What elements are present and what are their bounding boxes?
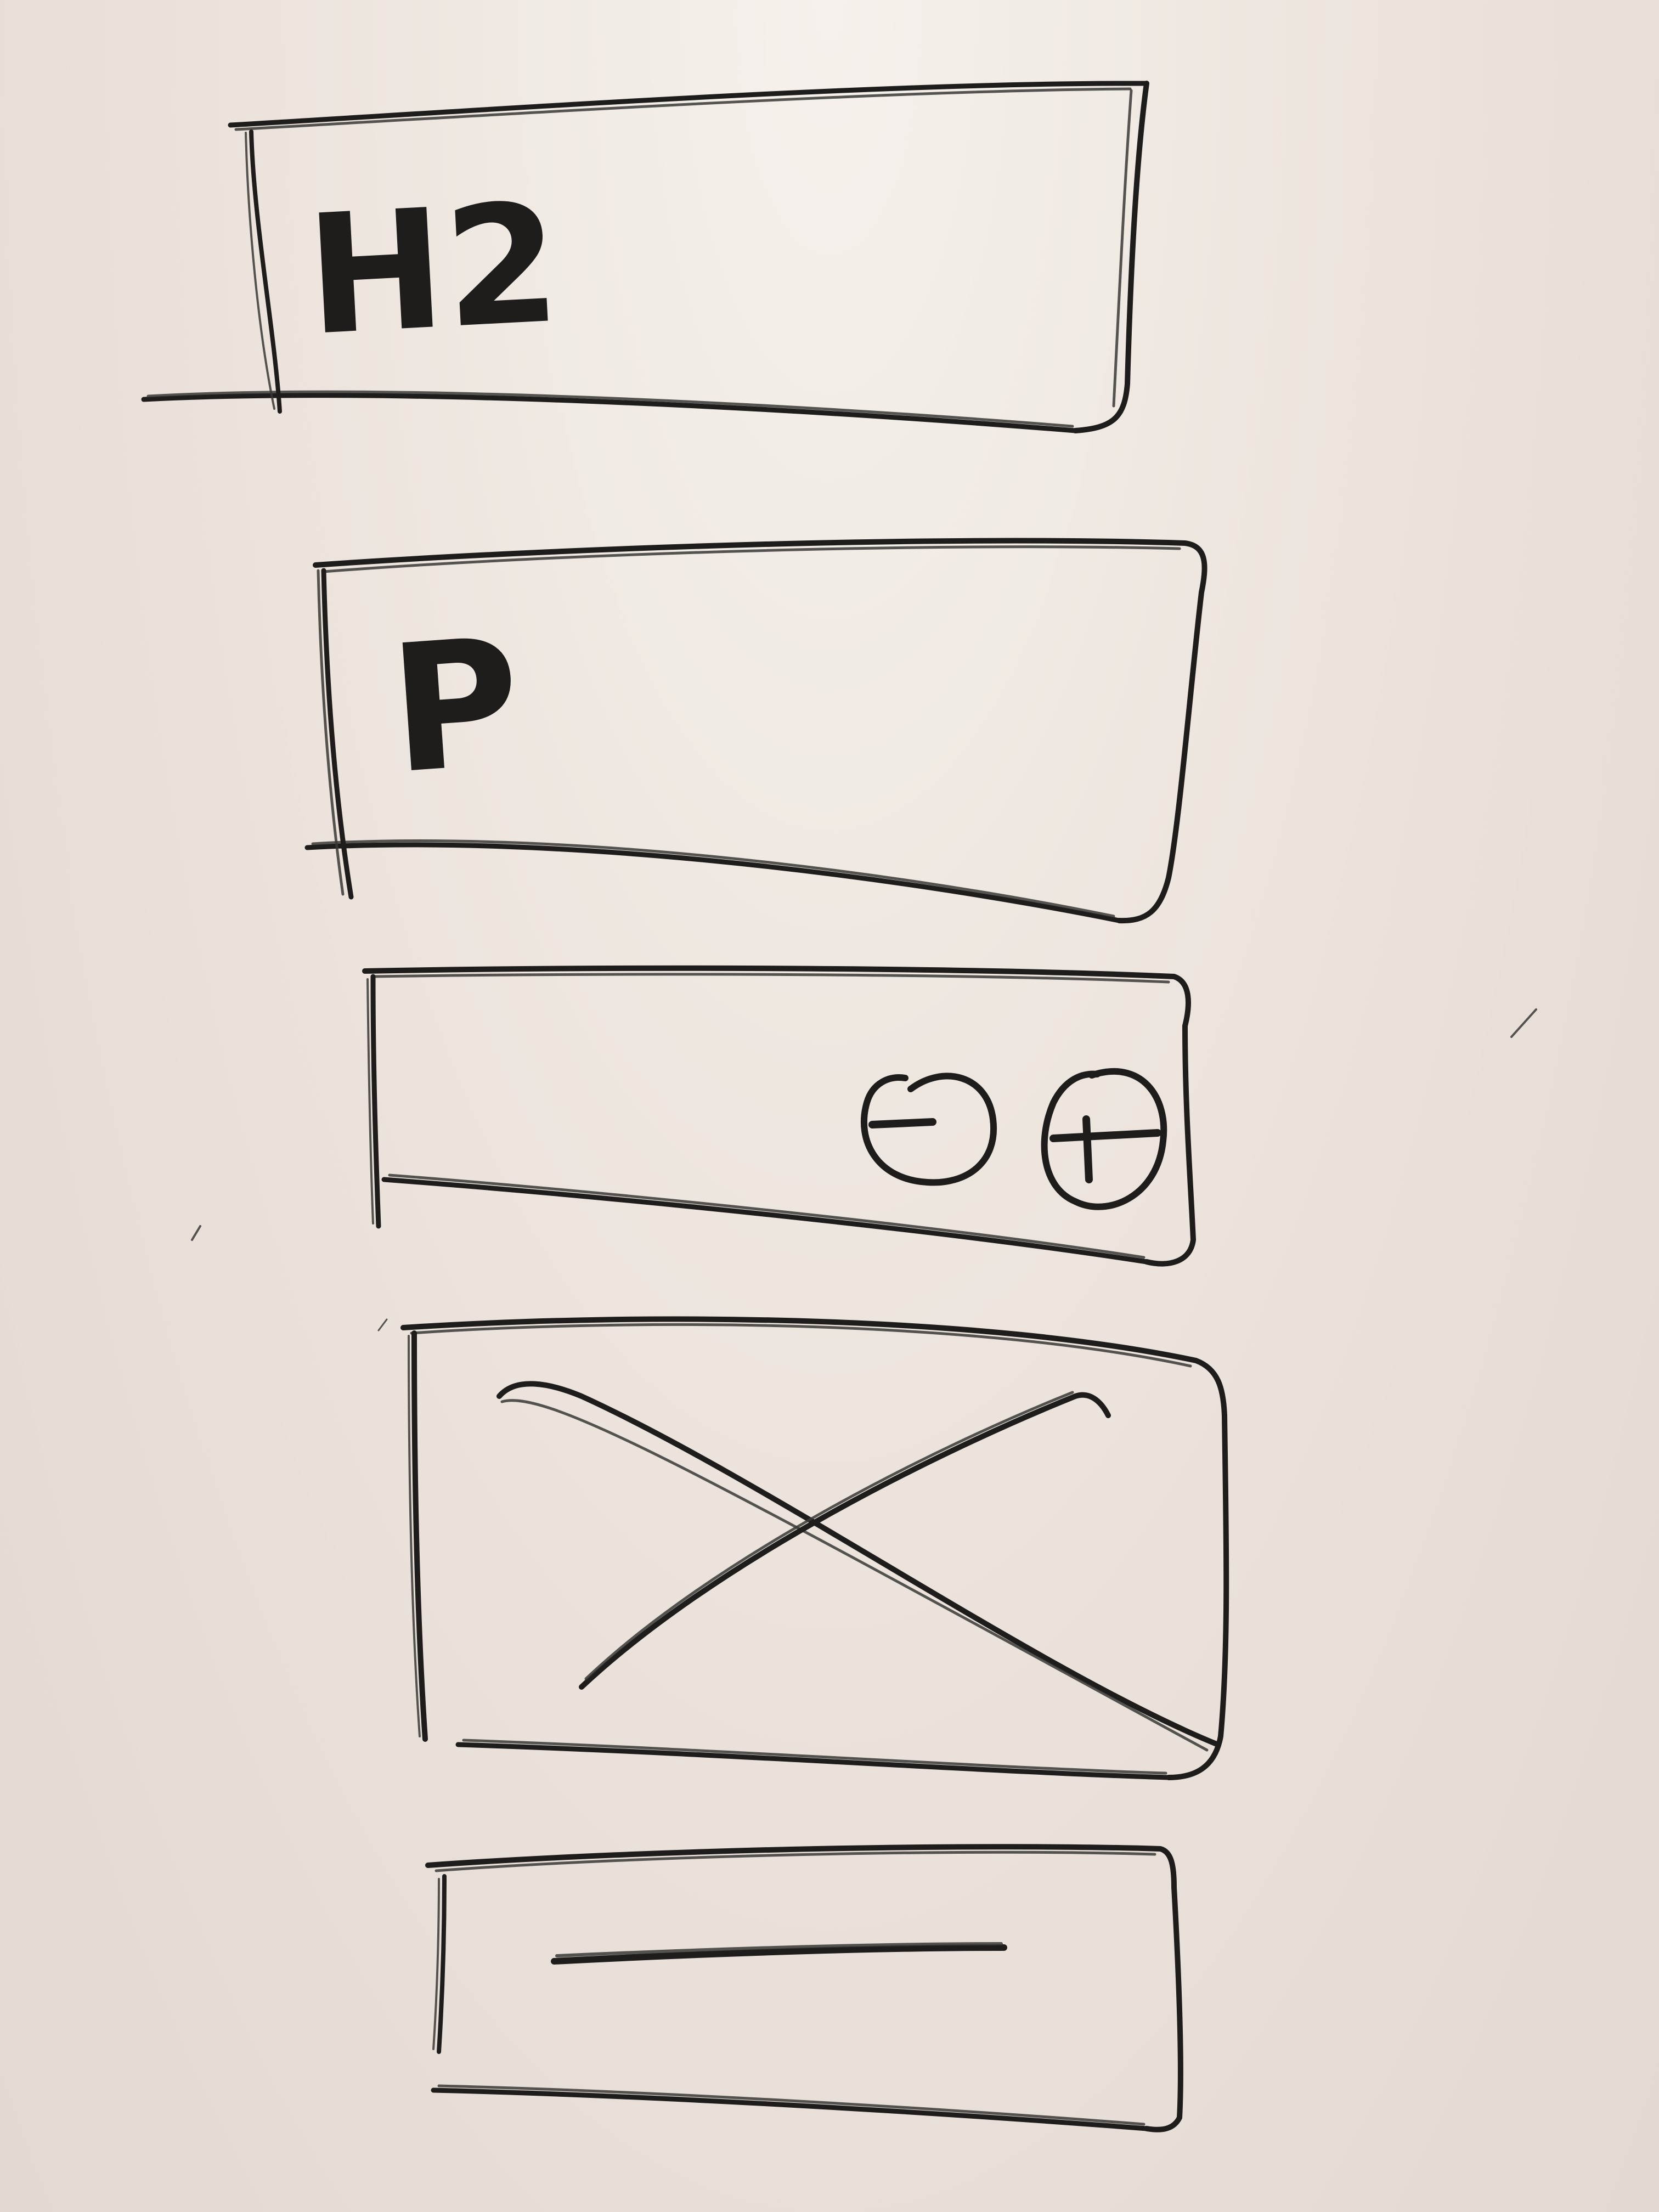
image-placeholder-x-icon (496, 1381, 1221, 1752)
heading-label: H2 (302, 168, 564, 373)
plus-circle-icon[interactable] (1041, 1068, 1167, 1210)
paragraph-block: P (304, 538, 1207, 924)
paragraph-label: P (384, 600, 527, 812)
image-block (400, 1316, 1229, 1780)
heading-block: H2 (141, 81, 1149, 433)
horizontal-line-icon (551, 1942, 1007, 1965)
minus-circle-icon[interactable] (861, 1073, 997, 1186)
stepper-block (362, 965, 1196, 1267)
line-block (425, 1844, 1183, 2132)
